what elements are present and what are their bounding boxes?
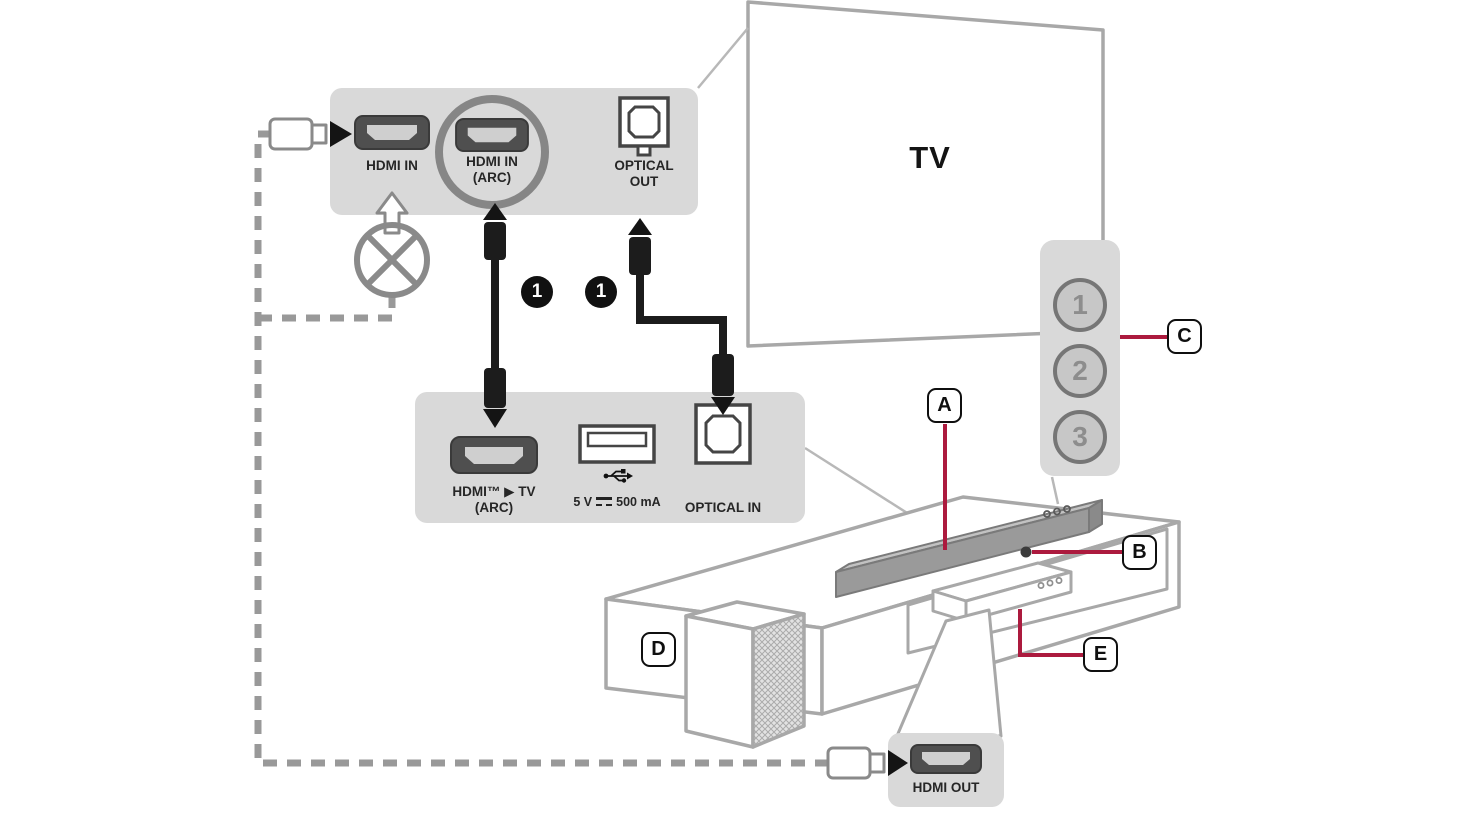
media-player-button-icon <box>1046 579 1054 587</box>
hdmi-in-arc-label-line2: (ARC) <box>472 170 512 185</box>
hdmi-in-arc-port <box>455 118 529 152</box>
callout-d-badge: D <box>641 632 676 667</box>
hdmi-in-arc-label-line1: HDMI IN <box>466 154 518 169</box>
media-player-button-icon <box>1037 582 1045 589</box>
hdmi-out-panel: HDMI OUT <box>888 733 1004 807</box>
wrong-connection-dashed-branch <box>258 293 396 322</box>
soundbar-top-button-icon <box>1043 510 1051 518</box>
tv-buttons-callout-line <box>1050 476 1060 505</box>
optical-in-label: OPTICAL IN <box>684 500 762 515</box>
soundbar-end <box>1088 499 1103 533</box>
usb-label-suffix: 500 mA <box>616 495 661 509</box>
optical-out-label-line1: OPTICAL <box>614 158 674 173</box>
media-player <box>931 561 1073 623</box>
optical-out-label-line2: OUT <box>629 174 659 189</box>
subwoofer <box>684 600 806 749</box>
tv-ports-panel: HDMI IN HDMI IN (ARC) OPTICAL OUT <box>330 88 698 215</box>
hdmi-out-callout-funnel <box>895 608 1003 738</box>
optical-in-port <box>694 403 752 465</box>
tv-label: TV <box>909 140 951 175</box>
tv-button-3: 3 <box>1053 410 1107 464</box>
soundbar-top-button-icon <box>1063 505 1071 513</box>
tv-button-2: 2 <box>1053 344 1107 398</box>
step-1-badge-hdmi: 1 <box>521 276 553 308</box>
soundbar-top-button-icon <box>1053 507 1061 516</box>
hdmi-arc-label-line2: (ARC) <box>474 500 514 515</box>
hdmi-in-label: HDMI IN <box>366 158 418 173</box>
callout-e-badge: E <box>1083 637 1118 672</box>
usb-port <box>578 424 656 464</box>
subwoofer-grille <box>751 612 806 749</box>
dc-power-icon <box>596 497 613 506</box>
usb-label-prefix: 5 V <box>573 495 593 509</box>
usb-power-label: 5 V 500 mA <box>547 494 687 510</box>
callout-c-badge: C <box>1167 319 1202 354</box>
soundbar <box>835 499 1103 598</box>
hdmi-out-dashed-cable-path <box>254 130 828 767</box>
callout-b-badge: B <box>1122 535 1157 570</box>
tv-ports-callout-line <box>697 27 749 89</box>
hdmi-out-port <box>910 744 982 774</box>
tv-button-1: 1 <box>1053 278 1107 332</box>
soundbar-ports-panel: HDMI™ ▶ TV (ARC) 5 V 500 mA OPTICAL IN <box>415 392 805 523</box>
optical-out-port <box>618 96 670 157</box>
callout-a-badge: A <box>927 388 962 423</box>
arc-port-highlight-ring <box>435 95 549 209</box>
tv-buttons-panel: 1 2 3 <box>1040 240 1120 476</box>
subwoofer-front <box>684 614 755 749</box>
hdmi-in-port <box>354 115 430 150</box>
hdmi-out-label: HDMI OUT <box>912 780 980 795</box>
hdmi-arc-tv-port <box>450 436 538 474</box>
hdmi-arc-label-line1: HDMI™ ▶ TV <box>452 484 536 499</box>
media-player-button-icon <box>1055 577 1063 584</box>
usb-icon <box>603 469 633 483</box>
step-1-badge-optical: 1 <box>585 276 617 308</box>
